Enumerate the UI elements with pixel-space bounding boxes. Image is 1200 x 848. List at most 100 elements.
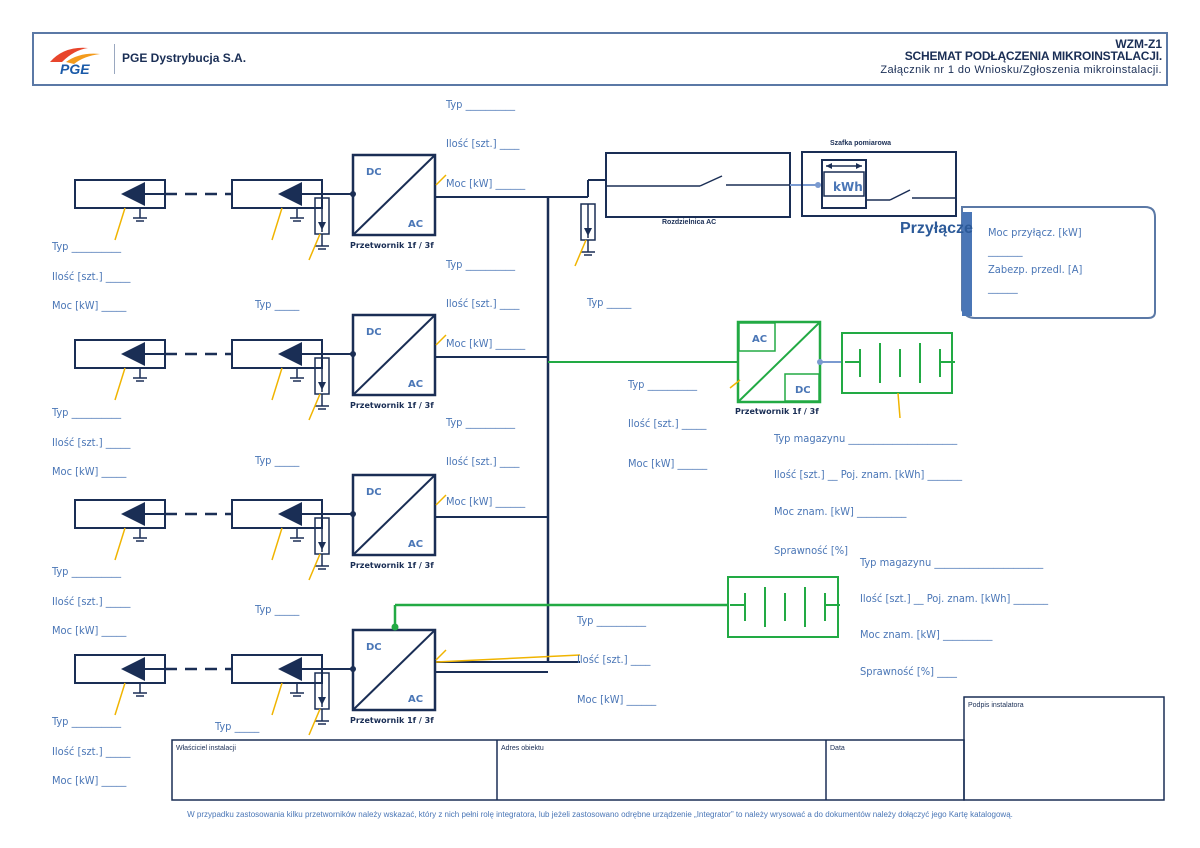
storage-type-label: Typ magazynu ______________________ [860, 556, 1044, 569]
label-leader [271, 207, 283, 241]
switchboard-label: Rozdzielnica AC [662, 219, 717, 226]
panel-power-label: Moc [kW] _____ [52, 774, 127, 787]
panel-qty-label: Ilość [szt.] _____ [52, 270, 131, 283]
battery-box [727, 576, 839, 638]
ac-frame [738, 322, 776, 352]
meter-cabinet-label: Szafka pomiarowa [830, 140, 892, 147]
inverter-qty-label: Ilość [szt.] ____ [446, 137, 520, 150]
junction-dot [817, 359, 823, 365]
arrow-icon [826, 163, 832, 169]
form-frame [171, 739, 965, 801]
ac-label: AC [408, 379, 423, 390]
arrow-icon [318, 542, 326, 550]
inverter-power-label: Moc [kW] ______ [446, 495, 526, 508]
inverter-power-label: Moc [kW] ______ [577, 693, 657, 706]
panel-type-label: Typ __________ [52, 406, 122, 419]
battery-inverter-power-label: Moc [kW] ______ [628, 457, 708, 470]
conn-fuse-label: Zabezp. przedl. [A] [988, 263, 1083, 276]
header-divider [114, 44, 115, 74]
inverter-qty-label: Ilość [szt.] ____ [446, 297, 520, 310]
conn-fuse-blank: ______ [988, 281, 1018, 294]
inverter-diagonal [737, 321, 821, 403]
address-label: Adres obiektu [501, 745, 544, 752]
label-leader [574, 239, 587, 267]
arrow-icon [318, 382, 326, 390]
label-leader [114, 207, 126, 241]
storage-qty-label: Ilość [szt.] __ Poj. znam. [kWh] _______ [860, 592, 1049, 605]
spd-type-label: Typ _____ [255, 454, 300, 467]
label-leader [435, 654, 581, 663]
battery-inverter-type-label: Typ __________ [628, 378, 698, 391]
panel-power-label: Moc [kW] _____ [52, 465, 127, 478]
diode-icon [278, 502, 302, 526]
label-leader [114, 682, 126, 716]
panel-type-label: Typ __________ [52, 715, 122, 728]
label-leader [435, 334, 447, 346]
label-leader [271, 682, 283, 716]
inverter-label: Przetwornik 1f / 3f [350, 561, 434, 570]
label-leader [435, 174, 447, 186]
inverter-power-label: Moc [kW] ______ [446, 177, 526, 190]
kwh-display [823, 171, 865, 197]
storage-type-label: Typ magazynu ______________________ [774, 432, 958, 445]
label-leader [308, 708, 321, 736]
inverter-type-label: Typ __________ [446, 98, 516, 111]
label-leader [271, 367, 283, 401]
diode-icon [121, 182, 145, 206]
diode-icon [121, 502, 145, 526]
dc-label: DC [366, 327, 382, 338]
inverter-qty-label: Ilość [szt.] ____ [577, 653, 651, 666]
inverter-diagonal [352, 314, 436, 396]
kwh-meter-box [821, 159, 867, 209]
doc-subtitle: Załącznik nr 1 do Wniosku/Zgłoszenia mik… [880, 64, 1162, 76]
label-leader [114, 527, 126, 561]
arrow-icon [318, 697, 326, 705]
storage-eff-label: Sprawność [%] ____ [860, 665, 957, 678]
panel-qty-label: Ilość [szt.] _____ [52, 595, 131, 608]
junction-dot [391, 623, 399, 631]
inverter-type-label: Typ __________ [446, 258, 516, 271]
company-name: PGE Dystrybucja S.A. [122, 51, 247, 65]
spd-type-label: Typ _____ [255, 603, 300, 616]
connection-bar [962, 212, 972, 316]
dc-label: DC [366, 642, 382, 653]
storage-qty-label: Ilość [szt.] __ Poj. znam. [kWh] _______ [774, 468, 963, 481]
logo-text: PGE [60, 61, 90, 77]
battery-inverter-qty-label: Ilość [szt.] _____ [628, 417, 707, 430]
diode-icon [278, 657, 302, 681]
arrow-icon [856, 163, 862, 169]
label-leader [114, 367, 126, 401]
ac-label: AC [408, 539, 423, 550]
kwh-label: kWh [833, 180, 863, 194]
label-leader [308, 233, 321, 261]
label-leader [897, 392, 901, 419]
junction-dot [350, 511, 356, 517]
conn-power-label: Moc przyłącz. [kW] [988, 226, 1082, 239]
label-leader [308, 553, 321, 581]
pge-logo-icon: PGE [50, 47, 100, 77]
diode-icon [278, 342, 302, 366]
inverter-type-label: Typ __________ [577, 614, 647, 627]
owner-label: Właściciel instalacji [176, 745, 236, 752]
dc-label: DC [795, 385, 811, 396]
inverter-power-label: Moc [kW] ______ [446, 337, 526, 350]
diode-icon [121, 657, 145, 681]
inverter-label: Przetwornik 1f / 3f [350, 401, 434, 410]
inverter-diagonal [352, 629, 436, 711]
ac-label: AC [752, 334, 767, 345]
label-leader [729, 379, 741, 389]
storage-power-label: Moc znam. [kW] __________ [860, 628, 993, 641]
panel-type-label: Typ __________ [52, 565, 122, 578]
meter-cabinet-box [801, 151, 957, 217]
inverter-label: Przetwornik 1f / 3f [350, 716, 434, 725]
label-leader [435, 494, 447, 506]
header-frame [32, 32, 1168, 86]
junction-dot [815, 182, 821, 188]
spd-type-label: Typ _____ [255, 298, 300, 311]
inverter-qty-label: Ilość [szt.] ____ [446, 455, 520, 468]
storage-power-label: Moc znam. [kW] __________ [774, 505, 907, 518]
connection-label: Przyłącze [900, 220, 973, 237]
ac-label: AC [408, 694, 423, 705]
panel-qty-label: Ilość [szt.] _____ [52, 745, 131, 758]
